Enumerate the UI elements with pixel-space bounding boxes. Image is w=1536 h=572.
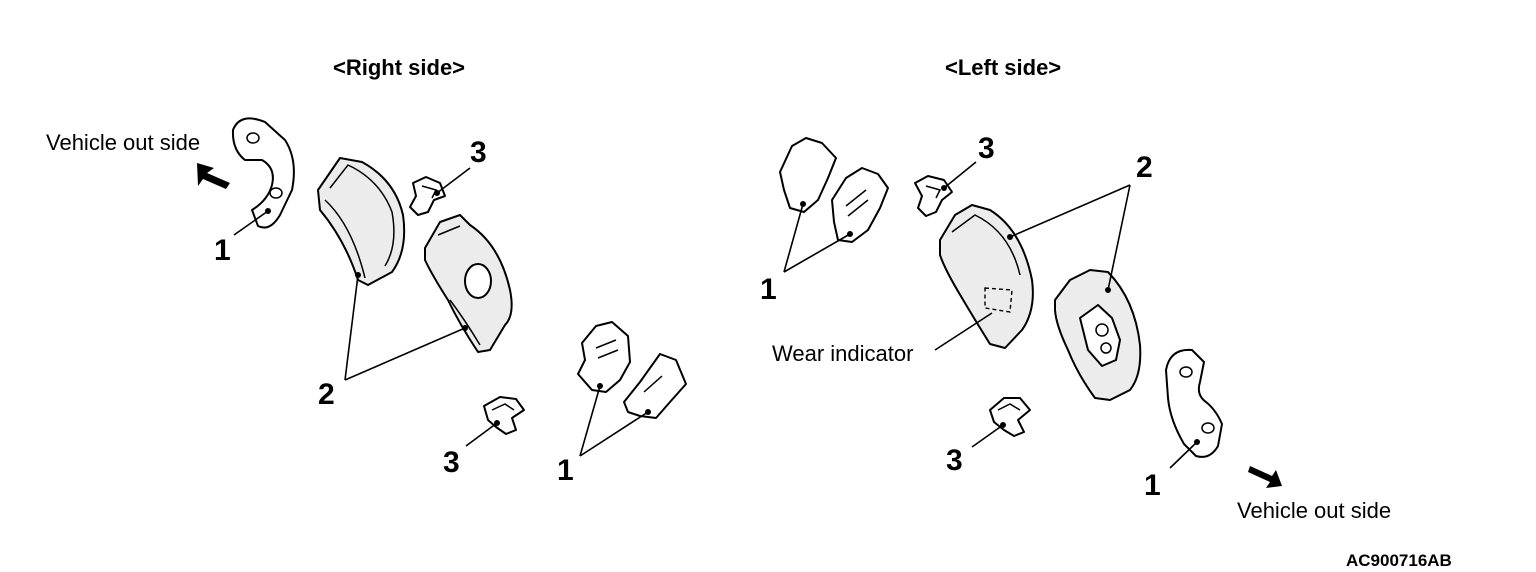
right-inner-shims bbox=[577, 321, 687, 419]
right-outer-shim bbox=[231, 117, 295, 229]
right-callout-clip-top: 3 bbox=[470, 136, 487, 169]
right-outer-pad bbox=[317, 157, 406, 286]
left-side-header: <Left side> bbox=[945, 55, 1062, 80]
right-callout-clip-bottom: 3 bbox=[443, 446, 460, 479]
figure-code: AC900716AB bbox=[1346, 551, 1452, 570]
right-inner-pad bbox=[424, 214, 513, 353]
left-top-clip bbox=[914, 175, 953, 217]
left-callout-pad: 2 bbox=[1136, 151, 1153, 184]
left-outer-shim bbox=[1165, 348, 1223, 458]
right-side-header: <Right side> bbox=[333, 55, 466, 80]
right-callout-pad: 2 bbox=[318, 378, 335, 411]
right-vehicle-outside-label: Vehicle out side bbox=[46, 130, 201, 155]
right-callout-shim-top: 1 bbox=[214, 234, 231, 267]
left-callout-clip-bottom: 3 bbox=[946, 444, 963, 477]
left-callout-shims-top: 1 bbox=[760, 273, 777, 306]
right-direction-arrow bbox=[197, 163, 230, 189]
right-leader-lines bbox=[233, 167, 651, 457]
wear-indicator-label: Wear indicator bbox=[772, 341, 914, 366]
left-inner-pad bbox=[939, 204, 1034, 349]
right-top-clip bbox=[409, 176, 446, 216]
left-callout-shim-bottom: 1 bbox=[1144, 469, 1161, 502]
left-callout-clip-top: 3 bbox=[978, 132, 995, 165]
left-leader-lines bbox=[783, 161, 1200, 469]
right-callout-shims-bottom: 1 bbox=[557, 454, 574, 487]
left-vehicle-outside-label: Vehicle out side bbox=[1237, 498, 1392, 523]
left-inner-shims bbox=[779, 137, 889, 243]
left-direction-arrow bbox=[1248, 466, 1282, 488]
left-outer-pad bbox=[1054, 269, 1142, 401]
